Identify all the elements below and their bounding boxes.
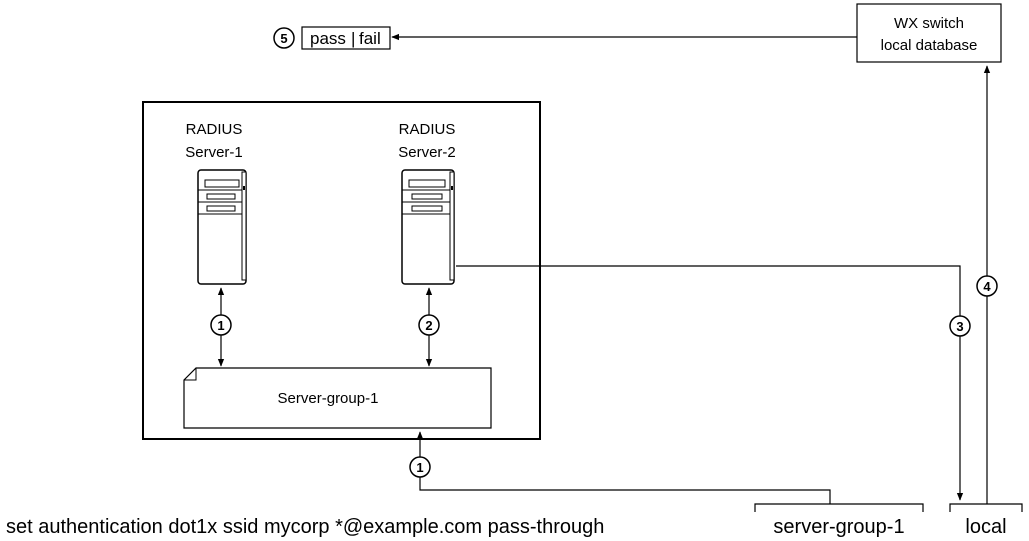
radius-server-1-label-line1: RADIUS xyxy=(186,121,243,138)
command-local-text: local xyxy=(965,516,1006,538)
step-5-badge: 5 xyxy=(273,27,295,49)
command-group-text: server-group-1 xyxy=(773,516,904,538)
local-bracket xyxy=(949,503,1023,512)
server-group-box: Server-group-1 xyxy=(183,367,492,429)
step-1-badge-bottom: 1 xyxy=(409,456,431,478)
pass-fail-box: pass | fail xyxy=(301,26,391,50)
svg-text:1: 1 xyxy=(416,460,423,475)
radius-server-2-label-line2: Server-2 xyxy=(398,144,456,161)
step-2-badge: 2 xyxy=(418,314,440,336)
pass-label: pass xyxy=(310,29,346,48)
server-group-bracket xyxy=(754,503,924,512)
local-database-label: local database xyxy=(881,37,978,54)
svg-text:1: 1 xyxy=(217,318,224,333)
step-1-badge-top: 1 xyxy=(210,314,232,336)
svg-text:4: 4 xyxy=(983,279,991,294)
radius-server-1-icon xyxy=(197,169,247,285)
svg-text:3: 3 xyxy=(956,319,963,334)
command-main-text: set authentication dot1x ssid mycorp *@e… xyxy=(6,516,604,538)
step-4-badge: 4 xyxy=(976,275,998,297)
fallback-to-local-line xyxy=(456,265,964,501)
svg-text:2: 2 xyxy=(425,318,432,333)
step-3-badge: 3 xyxy=(949,315,971,337)
wx-switch-box: WX switch local database xyxy=(856,3,1002,63)
group-reference-line xyxy=(416,431,831,504)
separator-label: | xyxy=(351,29,355,48)
radius-enclosure xyxy=(142,101,541,440)
radius-server-1-label-line2: Server-1 xyxy=(185,144,243,161)
wx-switch-label: WX switch xyxy=(894,15,964,32)
svg-text:5: 5 xyxy=(280,31,287,46)
server-group-label: Server-group-1 xyxy=(278,390,379,407)
radius-server-2-icon xyxy=(401,169,455,285)
fail-label: fail xyxy=(359,29,381,48)
radius-server-2-label-line1: RADIUS xyxy=(399,121,456,138)
